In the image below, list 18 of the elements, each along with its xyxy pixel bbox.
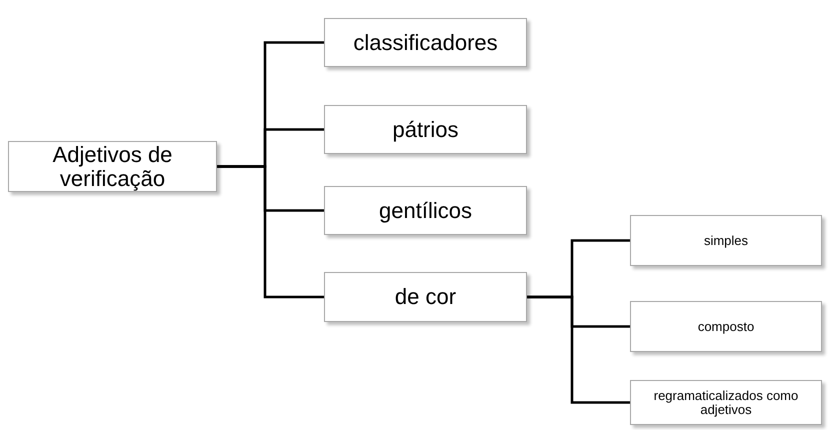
category-box [324,18,527,67]
category-label: gentílicos [379,198,472,222]
category-box [630,301,822,352]
category-box [630,215,822,266]
connector-line [217,165,324,298]
category-box [630,380,822,425]
category-label: simples [704,234,748,248]
category-label: composto [698,320,754,334]
category-label: Adjetivos de verificação [52,143,174,190]
category-label: regramaticalizados como adjetivos [652,388,800,416]
connector-line [527,296,630,404]
category-label: de cor [394,285,456,309]
category-label: pátrios [392,118,459,142]
category-box [324,272,527,322]
category-box [324,105,527,154]
category-label: classificadores [353,30,498,54]
category-box [8,141,217,192]
category-box [324,186,527,235]
